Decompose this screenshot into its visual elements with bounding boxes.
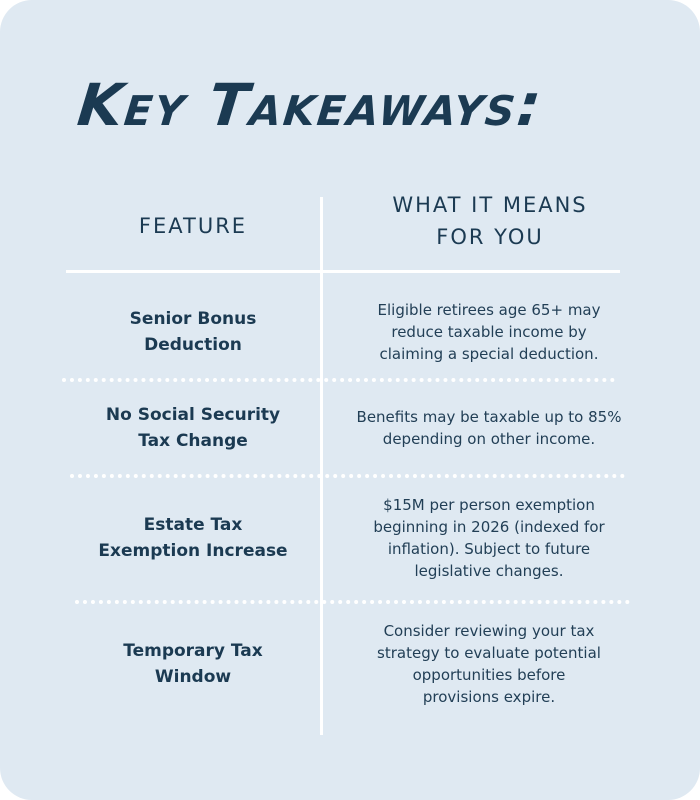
table-row-3-description: $15M per person exemption beginning in 2…	[330, 480, 648, 596]
table-row-2-feature: No Social Security Tax Change	[66, 384, 320, 472]
column-header-feature: FEATURE	[66, 210, 320, 242]
table-row-1-feature: Senior Bonus Deduction	[66, 290, 320, 374]
column-header-means-line-2: FOR YOU	[436, 225, 544, 249]
description-line: claiming a special deduction.	[379, 345, 599, 363]
column-header-what-it-means: WHAT IT MEANS FOR YOU	[323, 189, 657, 253]
description-line: $15M per person exemption	[383, 496, 595, 514]
description-line: Consider reviewing your tax	[383, 622, 595, 640]
row-divider-1	[62, 378, 615, 382]
column-header-means-line-1: WHAT IT MEANS	[392, 193, 588, 217]
feature-line-2: Window	[154, 667, 232, 687]
description-line: strategy to evaluate potential	[377, 644, 601, 662]
description-line: legislative changes.	[414, 562, 564, 580]
column-header-feature-label: FEATURE	[138, 214, 248, 238]
table-row-2-description: Benefits may be taxable up to 85% depend…	[330, 384, 648, 472]
row-divider-2	[70, 474, 625, 478]
description-line: provisions expire.	[422, 688, 556, 706]
description-line: opportunities before	[412, 666, 566, 684]
page-title: Key Takeaways:	[74, 71, 547, 139]
description-line: reduce taxable income by	[391, 323, 587, 341]
table-row-1-description: Eligible retirees age 65+ may reduce tax…	[330, 290, 648, 374]
column-divider	[320, 197, 323, 735]
feature-line-1: Temporary Tax	[123, 641, 263, 661]
table-row-3-feature: Estate Tax Exemption Increase	[66, 480, 320, 596]
description-line: Benefits may be taxable up to 85%	[356, 408, 622, 426]
feature-line-2: Tax Change	[138, 431, 248, 451]
description-line: Eligible retirees age 65+ may	[377, 301, 601, 319]
feature-line-2: Exemption Increase	[98, 541, 288, 561]
description-line: depending on other income.	[382, 430, 596, 448]
feature-line-2: Deduction	[144, 335, 242, 355]
description-line: beginning in 2026 (indexed for	[373, 518, 605, 536]
table-row-4-feature: Temporary Tax Window	[66, 606, 320, 722]
feature-line-1: No Social Security	[105, 405, 281, 425]
feature-line-1: Senior Bonus	[129, 309, 257, 329]
description-line: inflation). Subject to future	[387, 540, 591, 558]
header-divider	[66, 270, 620, 273]
feature-line-1: Estate Tax	[143, 515, 243, 535]
row-divider-3	[75, 600, 630, 604]
table-row-4-description: Consider reviewing your tax strategy to …	[330, 606, 648, 722]
